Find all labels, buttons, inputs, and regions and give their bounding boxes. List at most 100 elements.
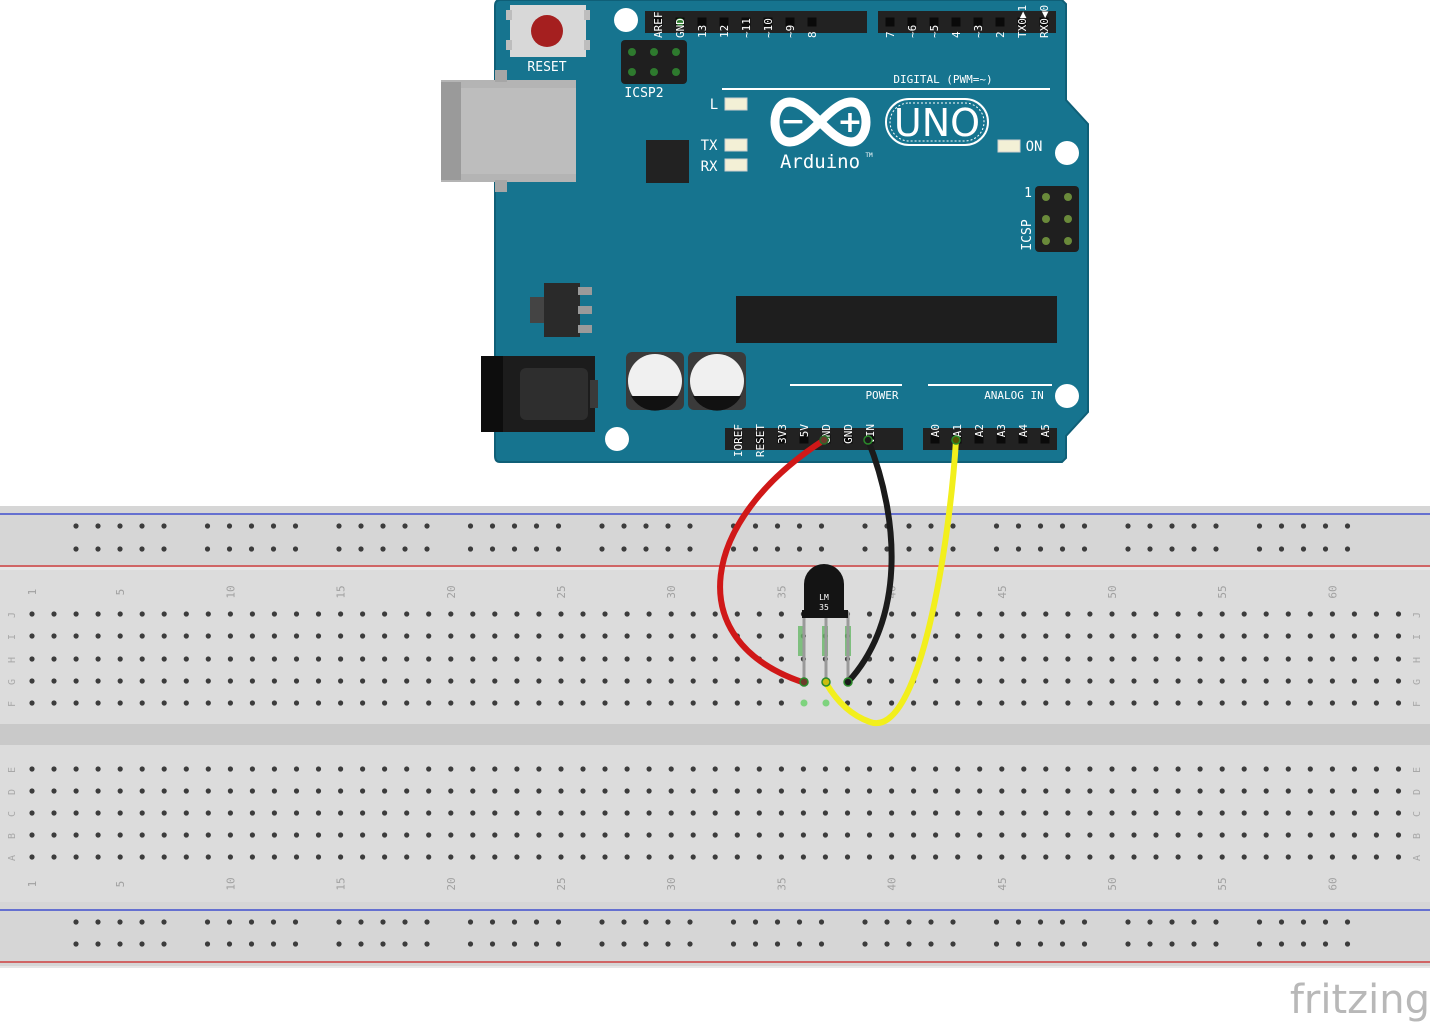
power-rail-hole[interactable] — [1169, 919, 1175, 925]
power-rail-hole[interactable] — [1344, 523, 1351, 529]
breadboard-hole[interactable] — [999, 832, 1005, 838]
header-pin[interactable] — [807, 17, 817, 27]
power-rail-hole[interactable] — [1213, 919, 1219, 925]
breadboard-hole[interactable] — [1395, 832, 1402, 838]
breadboard-hole[interactable] — [1329, 678, 1335, 684]
breadboard-hole[interactable] — [844, 810, 851, 816]
breadboard-hole[interactable] — [911, 766, 917, 772]
breadboard-hole[interactable] — [602, 832, 608, 838]
breadboard-hole[interactable] — [822, 788, 829, 794]
breadboard-hole[interactable] — [249, 832, 255, 838]
breadboard-hole[interactable] — [1131, 854, 1137, 860]
breadboard-hole[interactable] — [161, 832, 167, 838]
power-rail-hole[interactable] — [818, 546, 825, 552]
breadboard-hole[interactable] — [1153, 832, 1159, 838]
breadboard-hole[interactable] — [999, 700, 1005, 706]
breadboard-hole[interactable] — [1065, 700, 1071, 706]
header-pin[interactable] — [907, 17, 917, 27]
breadboard-hole[interactable] — [117, 832, 123, 838]
power-rail-hole[interactable] — [950, 941, 956, 947]
breadboard-hole[interactable] — [227, 700, 233, 706]
breadboard-hole[interactable] — [866, 766, 873, 772]
breadboard-hole[interactable] — [1021, 633, 1027, 639]
breadboard-hole[interactable] — [712, 766, 718, 772]
power-rail-hole[interactable] — [555, 523, 562, 529]
power-rail-hole[interactable] — [993, 941, 1000, 947]
power-rail-hole[interactable] — [862, 523, 868, 529]
power-rail-hole[interactable] — [95, 941, 101, 947]
breadboard-hole[interactable] — [800, 854, 807, 860]
breadboard-hole[interactable] — [624, 633, 630, 639]
power-rail-hole[interactable] — [1213, 523, 1219, 529]
wire-5v[interactable] — [717, 437, 827, 685]
power-rail-hole[interactable] — [270, 546, 277, 552]
breadboard-hole[interactable] — [602, 656, 608, 662]
power-rail-hole[interactable] — [665, 919, 671, 925]
breadboard-hole[interactable] — [580, 700, 586, 706]
breadboard-hole[interactable] — [1087, 656, 1093, 662]
breadboard-hole[interactable] — [558, 656, 564, 662]
breadboard-hole[interactable] — [117, 611, 123, 617]
breadboard-hole[interactable] — [1197, 810, 1203, 816]
breadboard-hole[interactable] — [227, 832, 233, 838]
breadboard-hole[interactable] — [382, 633, 388, 639]
breadboard-hole[interactable] — [646, 854, 652, 860]
breadboard-hole[interactable] — [778, 766, 785, 772]
breadboard-hole[interactable] — [1373, 766, 1379, 772]
breadboard-hole[interactable] — [95, 766, 101, 772]
breadboard-hole[interactable] — [183, 678, 189, 684]
breadboard-hole[interactable] — [1373, 854, 1379, 860]
breadboard-hole[interactable] — [360, 810, 366, 816]
breadboard-hole[interactable] — [536, 854, 542, 860]
power-rail-hole[interactable] — [467, 523, 474, 529]
breadboard-hole[interactable] — [1395, 611, 1402, 617]
breadboard-hole[interactable] — [1021, 678, 1027, 684]
breadboard-hole[interactable] — [29, 854, 35, 860]
power-rail-hole[interactable] — [489, 546, 496, 552]
breadboard-hole[interactable] — [558, 832, 564, 838]
breadboard-hole[interactable] — [271, 854, 277, 860]
breadboard-hole[interactable] — [1329, 633, 1335, 639]
breadboard-hole[interactable] — [1351, 766, 1357, 772]
power-rail-hole[interactable] — [1147, 941, 1153, 947]
breadboard-hole[interactable] — [1153, 788, 1159, 794]
breadboard-hole[interactable] — [1219, 656, 1225, 662]
power-rail-hole[interactable] — [1344, 941, 1351, 947]
power-rail-hole[interactable] — [643, 919, 649, 925]
breadboard-hole[interactable] — [1131, 678, 1137, 684]
breadboard-hole[interactable] — [1087, 766, 1093, 772]
breadboard-hole[interactable] — [315, 656, 322, 662]
breadboard-hole[interactable] — [1285, 700, 1291, 706]
breadboard-hole[interactable] — [29, 810, 35, 816]
breadboard-hole[interactable] — [933, 678, 939, 684]
breadboard-hole[interactable] — [338, 788, 344, 794]
power-rail-hole[interactable] — [906, 546, 912, 552]
power-rail-hole[interactable] — [533, 941, 540, 947]
breadboard-hole[interactable] — [338, 656, 344, 662]
breadboard-hole[interactable] — [889, 656, 895, 662]
breadboard-hole[interactable] — [117, 788, 123, 794]
power-rail-hole[interactable] — [336, 941, 342, 947]
breadboard-hole[interactable] — [1109, 633, 1115, 639]
breadboard-hole[interactable] — [911, 656, 917, 662]
power-rail-hole[interactable] — [226, 523, 233, 529]
breadboard-hole[interactable] — [514, 854, 520, 860]
breadboard-hole[interactable] — [1021, 611, 1027, 617]
breadboard-hole[interactable] — [249, 656, 255, 662]
power-rail-hole[interactable] — [621, 523, 627, 529]
power-rail-hole[interactable] — [1059, 941, 1066, 947]
breadboard-hole[interactable] — [1043, 700, 1049, 706]
breadboard-hole[interactable] — [602, 700, 608, 706]
breadboard-hole[interactable] — [29, 832, 35, 838]
breadboard-hole[interactable] — [690, 832, 696, 838]
breadboard-hole[interactable] — [690, 678, 696, 684]
power-rail-hole[interactable] — [1169, 546, 1175, 552]
breadboard-hole[interactable] — [1109, 766, 1115, 772]
breadboard-hole[interactable] — [360, 656, 366, 662]
breadboard-hole[interactable] — [338, 832, 344, 838]
breadboard-hole[interactable] — [690, 700, 696, 706]
power-rail-hole[interactable] — [1300, 919, 1307, 925]
breadboard-hole[interactable] — [933, 810, 939, 816]
power-rail-hole[interactable] — [358, 546, 364, 552]
breadboard-hole[interactable] — [1241, 633, 1247, 639]
